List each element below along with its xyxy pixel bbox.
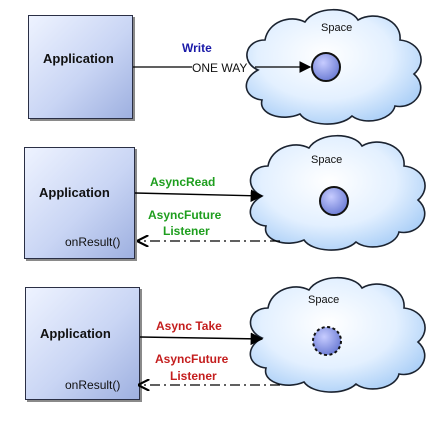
onresult-label-read: onResult() [65,235,121,249]
onresult-label-take: onResult() [65,378,121,392]
space-label-read: Space [311,154,342,166]
entry-sphere-take-removed [312,326,342,356]
asyncread-label: AsyncRead [150,175,215,189]
listener-label-take: Listener [170,369,217,383]
asynctake-arrow [139,332,264,346]
space-cloud-write: Space [245,9,422,125]
application-label-read: Application [39,185,110,200]
asyncread-arrow [134,189,264,203]
space-cloud-read: Space [249,135,426,251]
entry-sphere-write [311,52,341,82]
entry-sphere-read [319,186,349,216]
space-label-take: Space [308,294,339,306]
write-label: Write [182,41,212,55]
one-way-label: ONE WAY [192,61,247,75]
application-label-write: Application [43,51,114,66]
asyncfuture-label-read: AsyncFuture [148,208,222,222]
application-box-write [28,15,133,119]
asyncfuture-label-take: AsyncFuture [155,352,229,366]
application-box-read [24,147,135,259]
application-box-take [25,287,140,400]
asynctake-label: Async Take [156,319,222,333]
space-label-write: Space [321,22,352,34]
application-label-take: Application [40,326,111,341]
space-cloud-take: Space [249,277,426,393]
listener-label-read: Listener [163,224,210,238]
